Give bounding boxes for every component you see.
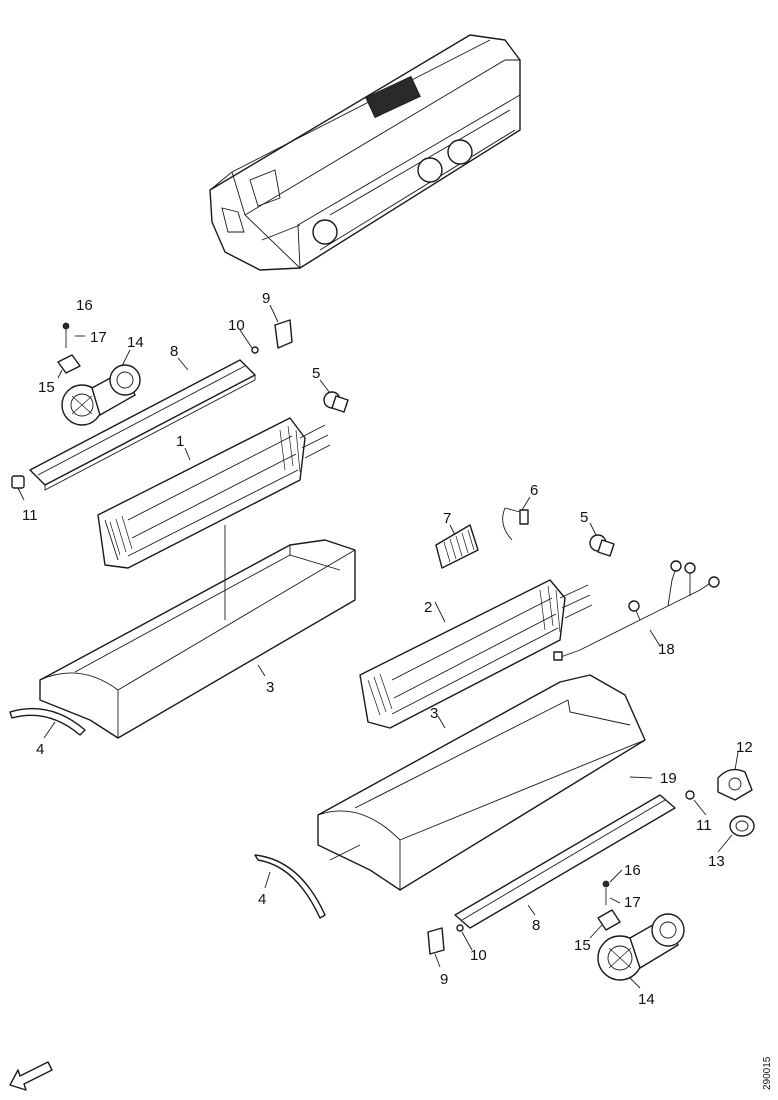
bracket-9-right xyxy=(427,927,445,955)
callout-8-right: 8 xyxy=(532,917,540,934)
callout-4-left: 4 xyxy=(36,741,44,758)
callout-3-right: 3 xyxy=(430,705,438,722)
housing-3-right xyxy=(317,674,646,891)
housing-3-left xyxy=(39,525,356,739)
wiring-harness-18 xyxy=(553,560,720,661)
callout-17-right: 17 xyxy=(624,894,641,911)
bracket-15-right xyxy=(597,909,621,931)
sensor-6 xyxy=(502,507,529,541)
bracket-9-left xyxy=(274,319,293,349)
callout-numbers: 1 2 3 3 4 4 5 5 6 7 8 8 9 9 10 10 11 11 … xyxy=(22,290,753,1008)
filter-panel-left xyxy=(29,359,256,491)
callout-3-left: 3 xyxy=(266,679,274,696)
callout-17-left: 17 xyxy=(90,329,107,346)
callout-15-left: 15 xyxy=(38,379,55,396)
motor-13 xyxy=(729,815,755,837)
clip-11-right xyxy=(685,790,695,800)
callout-11-right: 11 xyxy=(696,817,712,834)
callout-10-right: 10 xyxy=(470,947,487,964)
clip-19 xyxy=(629,776,653,779)
callout-12: 12 xyxy=(736,739,753,756)
evaporator-unit-1 xyxy=(97,417,331,569)
callout-7: 7 xyxy=(443,510,451,527)
callout-6: 6 xyxy=(530,482,538,499)
evaporator-unit-2 xyxy=(359,579,593,729)
grille-7 xyxy=(435,524,479,569)
trim-strip-4-left xyxy=(9,707,86,736)
callout-16-right: 16 xyxy=(624,862,641,879)
screw-16-right xyxy=(602,880,610,888)
callout-4-right: 4 xyxy=(258,891,266,908)
blower-motor-14-right xyxy=(597,913,685,981)
roof-ac-unit-icon xyxy=(365,75,421,119)
screw-16-left xyxy=(62,322,70,330)
callout-9-left: 9 xyxy=(262,290,270,307)
clip-11-left xyxy=(11,475,25,489)
callout-15-right: 15 xyxy=(574,937,591,954)
screw-10-right xyxy=(456,924,464,932)
callout-19: 19 xyxy=(660,770,677,787)
front-direction-arrow-icon xyxy=(9,1061,53,1091)
callout-10-left: 10 xyxy=(228,317,245,334)
blower-motor-14-left xyxy=(61,364,141,426)
callout-14-right: 14 xyxy=(638,991,655,1008)
callout-16-left: 16 xyxy=(76,297,93,314)
valve-5-right xyxy=(589,534,615,557)
callout-5-left: 5 xyxy=(312,365,320,382)
fan-housing-12 xyxy=(717,768,753,801)
bracket-15-left xyxy=(57,354,81,374)
leader-lines xyxy=(17,304,739,989)
callout-18: 18 xyxy=(658,641,675,658)
callout-5-right: 5 xyxy=(580,509,588,526)
callout-8-left: 8 xyxy=(170,343,178,360)
callout-2: 2 xyxy=(424,599,432,616)
callout-9-right: 9 xyxy=(440,971,448,988)
valve-5-left xyxy=(323,391,349,413)
callout-11-left: 11 xyxy=(22,507,38,524)
reference-code: 290015 xyxy=(762,1056,773,1090)
bus-overview xyxy=(209,34,521,271)
callout-13: 13 xyxy=(708,853,725,870)
screw-10-left xyxy=(251,346,259,354)
callout-1: 1 xyxy=(176,433,184,450)
trim-strip-4-right xyxy=(254,854,326,919)
callout-14-left: 14 xyxy=(127,334,144,351)
filter-panel-right xyxy=(454,794,676,929)
